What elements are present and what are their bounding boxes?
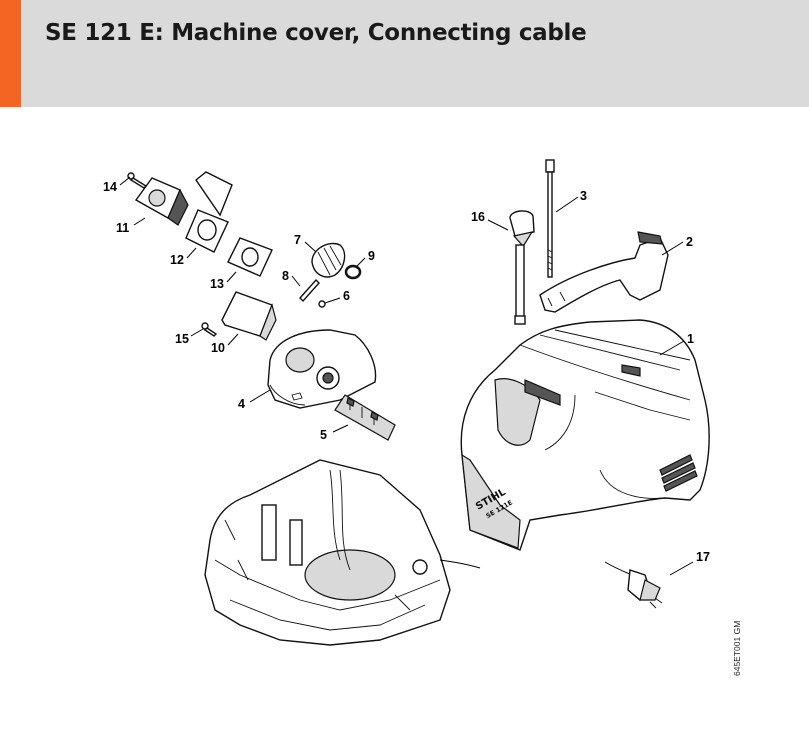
part-15-screw — [201, 322, 218, 337]
page-title: SE 121 E: Machine cover, Connecting cabl… — [45, 20, 587, 46]
part-3-long-bolt — [545, 159, 555, 278]
callout-7: 7 — [294, 233, 301, 247]
part-13-gasket — [227, 237, 273, 277]
part-2-handle — [539, 231, 669, 313]
callout-13: 13 — [210, 277, 224, 291]
callout-8: 8 — [282, 269, 289, 283]
callout-4: 4 — [238, 397, 245, 411]
callout-3: 3 — [580, 189, 587, 203]
base-housing — [204, 459, 481, 646]
part-17-connecting-cable — [604, 561, 663, 609]
vent-slots — [659, 454, 698, 492]
callout-9: 9 — [368, 249, 375, 263]
accent-stripe — [0, 0, 21, 107]
part-10-switch-cover — [221, 291, 277, 341]
image-code: 645ET001 GM — [732, 620, 742, 676]
part-6-screw — [318, 300, 326, 308]
callout-11: 11 — [116, 221, 129, 235]
callout-1: 1 — [687, 332, 694, 346]
header-bar — [0, 0, 809, 107]
callout-16: 16 — [471, 210, 485, 224]
callout-17: 17 — [696, 550, 710, 564]
callout-12: 12 — [170, 253, 184, 267]
callout-leaders — [119, 176, 694, 576]
part-4-front-panel — [267, 329, 377, 409]
part-11-socket — [134, 177, 189, 226]
part-7-knob — [311, 242, 346, 278]
part-5-switch-board — [334, 394, 396, 441]
callout-15: 15 — [175, 332, 189, 346]
part-9-o-ring — [344, 264, 362, 280]
part-14-screw — [127, 172, 148, 189]
callout-5: 5 — [320, 428, 327, 442]
callout-14: 14 — [103, 180, 117, 194]
part-1-machine-cover — [460, 319, 710, 551]
part-12-flip-lid — [185, 171, 233, 253]
part-16-handle-pin — [509, 210, 535, 325]
callout-10: 10 — [211, 341, 225, 355]
callout-6: 6 — [343, 289, 350, 303]
callout-2: 2 — [686, 235, 693, 249]
part-8-screw — [299, 278, 320, 303]
